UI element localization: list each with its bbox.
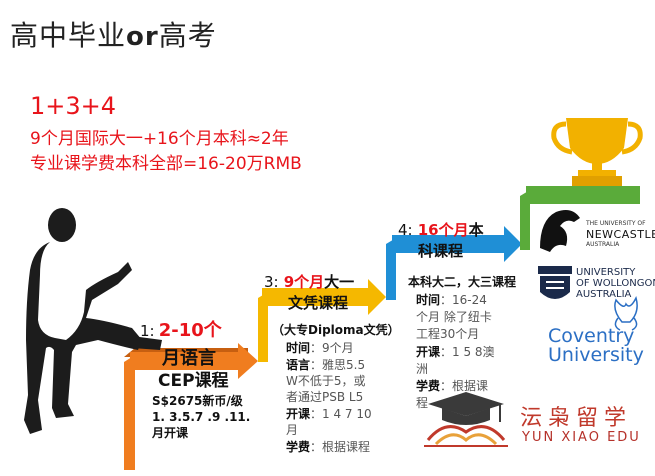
step3-fee-val: ：根据课程	[310, 440, 371, 454]
step4-start-val2: 洲	[416, 362, 429, 376]
step3-name-b: 文凭课程	[288, 294, 349, 312]
brand-name-cn: 沄枭留学	[520, 406, 633, 431]
wollongong-name: UNIVERSITY OF WOLLONGONG AUSTRALIA	[576, 267, 655, 300]
step3-lang-val2: W不低于5，或	[286, 374, 366, 388]
step3-lang-val: ：雅思5.5	[310, 358, 366, 372]
step4-sub: 本科大二，大三课程	[408, 275, 517, 289]
coventry-line2: University	[548, 344, 644, 366]
step4-start-label: 开课	[416, 345, 441, 359]
step4-time-label: 时间	[416, 293, 441, 307]
newcastle-name: NEWCASTLE	[586, 228, 655, 241]
step1-fee3: 月开课	[152, 426, 189, 440]
step4-num: 4:	[398, 221, 413, 239]
step4-name-b: 科课程	[418, 242, 464, 260]
title-or: or	[126, 22, 159, 52]
step3-num: 3:	[264, 273, 279, 291]
step4-heading: 4: 16个月本	[398, 219, 484, 240]
step1-num: 1:	[140, 322, 155, 340]
wollongong-crest-icon	[538, 266, 572, 299]
wollongong-line2: OF WOLLONGONG	[576, 278, 655, 289]
step1-bar	[124, 343, 258, 470]
step4-start: 开课：1 5 8澳	[416, 344, 495, 360]
newcastle-logo-icon	[540, 210, 580, 252]
title-post: 高考	[158, 19, 217, 52]
step3-lang-val3: 者通过PSB L5	[286, 390, 364, 404]
step3-lang: 语言：雅思5.5	[286, 357, 365, 373]
step3-start-val: ：1 4 7 10	[310, 407, 372, 421]
step1-fee2: 1. 3.5.7 .9 .11.	[152, 410, 251, 424]
step3-start: 开课：1 4 7 10	[286, 406, 372, 422]
step4-duration: 16个月	[417, 221, 469, 239]
step3-heading: 3: 9个月大一	[264, 271, 354, 292]
wollongong-line1: UNIVERSITY	[576, 267, 636, 278]
step1-name2: CEP课程	[158, 371, 229, 391]
page-title: 高中毕业or高考	[10, 14, 217, 54]
headline-line2: 专业课学费本科全部=16-20万RMB	[30, 154, 302, 174]
headline-formula: 1+3+4	[30, 92, 117, 120]
step4-name-a: 本	[468, 221, 484, 239]
step1-fee1: S$2675新币/级	[152, 394, 243, 408]
graduation-cap-logo	[424, 392, 508, 447]
step1-duration: 2-10个	[158, 320, 222, 341]
trophy-icon	[551, 118, 643, 186]
coventry-line1: Coventry	[548, 325, 635, 347]
step3-fee-label: 学费	[286, 440, 311, 454]
title-pre: 高中毕业	[10, 19, 127, 52]
step3-start-label: 开课	[286, 407, 311, 421]
coventry-phoenix-icon	[614, 295, 638, 331]
step3-fee: 学费：根据课程	[286, 439, 370, 455]
wollongong-line3: AUSTRALIA	[576, 289, 632, 300]
step4-time-val: ：16-24	[440, 293, 487, 307]
step4-fee-label: 学费	[416, 379, 441, 393]
step4-fee-val: ：根据课	[440, 379, 489, 393]
step3-time-val: ：9个月	[310, 341, 354, 355]
step3-time-label: 时间	[286, 341, 311, 355]
headline-line1: 9个月国际大一+16个月本科≈2年	[30, 129, 289, 149]
step1-heading: 1: 2-10个	[140, 322, 222, 341]
step3-duration: 9个月	[283, 273, 325, 291]
step1-name1: 月语言	[162, 348, 216, 369]
step3-lang-label: 语言	[286, 358, 311, 372]
step4-time-val2: 个月 除了纽卡	[416, 310, 492, 324]
coventry-name: Coventry University	[548, 327, 644, 365]
step4-bar	[520, 186, 640, 250]
brand-name-en: YUN XIAO EDU	[522, 430, 641, 445]
step4-start-val: ：1 5 8澳	[440, 345, 495, 359]
step3-sub: （大专Diploma文凭）	[272, 323, 400, 337]
step2-bar	[258, 279, 386, 362]
step3-bar	[386, 226, 522, 300]
step3-time: 时间：9个月	[286, 340, 354, 356]
step4-time: 时间：16-24	[416, 292, 487, 308]
newcastle-small: THE UNIVERSITY OF	[586, 220, 646, 227]
person-silhouette	[24, 208, 162, 434]
step3-name-a: 大一	[324, 273, 355, 291]
step4-fee: 学费：根据课	[416, 378, 488, 394]
step4-time-val3: 工程30个月	[416, 327, 480, 341]
step3-start-val2: 月	[286, 423, 299, 437]
step4-fee-val2: 程	[416, 396, 429, 410]
newcastle-country: AUSTRALIA	[586, 241, 620, 248]
